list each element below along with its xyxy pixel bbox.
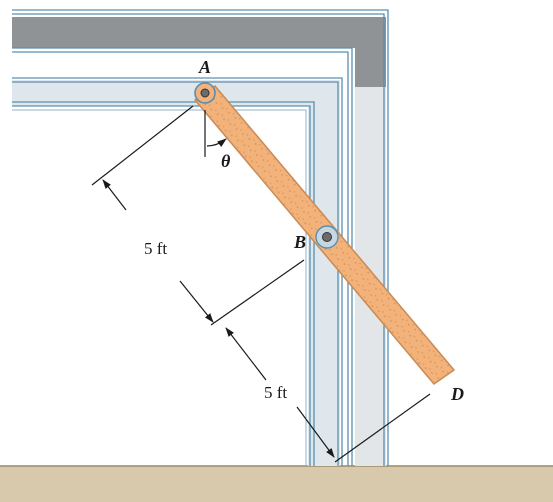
point-label-d: D	[450, 384, 464, 404]
floor	[0, 466, 553, 502]
pin-b	[315, 225, 339, 249]
angle-label: θ	[221, 151, 231, 171]
dimension-label-lower: 5 ft	[264, 383, 287, 402]
dimension-label-upper: 5 ft	[144, 239, 167, 258]
point-label-a: A	[198, 57, 211, 77]
angle-theta-marker	[204, 110, 227, 157]
inner-frame	[12, 77, 343, 466]
pin-a	[194, 82, 216, 104]
point-label-b: B	[293, 232, 306, 252]
dimension-lines	[91, 105, 431, 463]
